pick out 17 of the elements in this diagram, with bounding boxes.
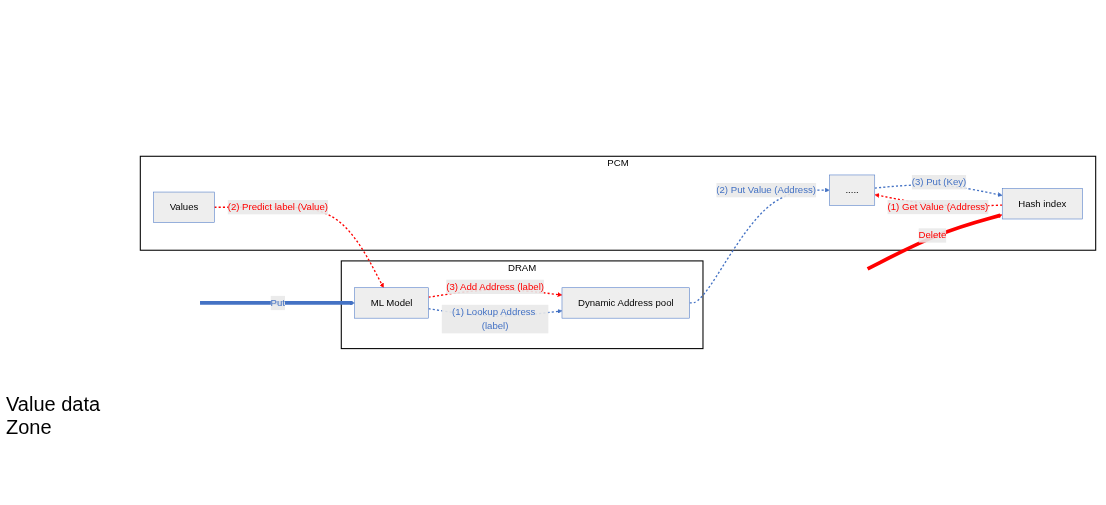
zone-label: Value data Zone [6,393,102,439]
node-box: ..... [829,174,876,206]
node-box: Values [153,191,215,223]
edge-label: (2) Predict label (Value) [227,201,328,213]
edge-label: (2) Put Value (Address) [716,184,817,196]
arrow [200,300,355,306]
node-box: ML Model [354,287,429,319]
arrow [688,187,830,304]
node-box: Hash index [1001,188,1083,220]
edge-label: (1) Lookup Address (label) [452,306,536,332]
edge-label: Delete [918,229,947,241]
node-box: Dynamic Address pool [561,287,690,319]
arrow [866,213,1003,271]
edge-label: Put [270,297,286,309]
edge-label: (1) Get Value (Address) [887,201,989,213]
edge-label: (3) Add Address (label) [446,281,544,292]
edge-label: (3) Put (Key) [911,176,967,188]
